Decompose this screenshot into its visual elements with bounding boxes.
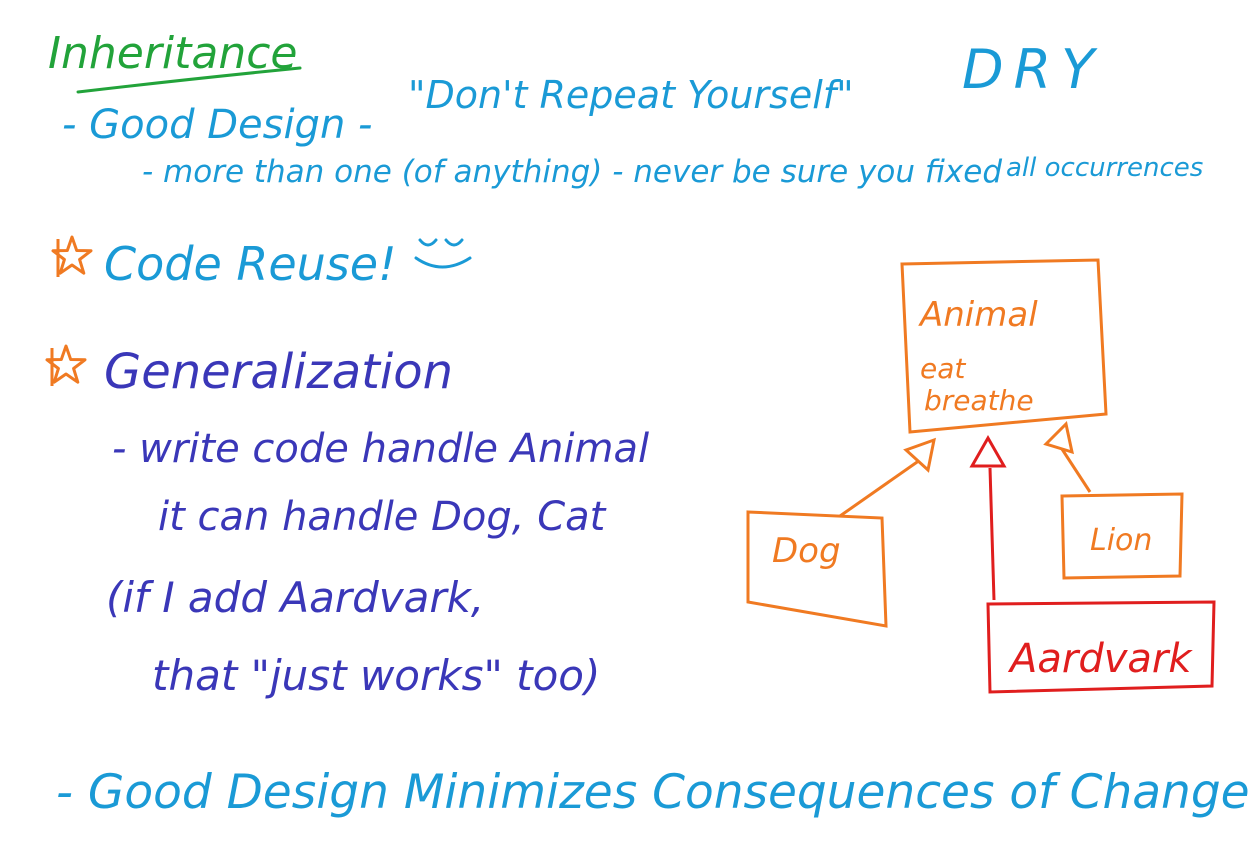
aardvark-inheritance-arrow [969, 434, 1007, 601]
aardvark-class-box: Aardvark [986, 600, 1216, 694]
dry-acronym: DRY [962, 38, 1104, 101]
lion-class-name: Lion [1090, 523, 1152, 558]
dog-inheritance-arrow [839, 437, 936, 518]
lion-inheritance-arrow [1043, 420, 1092, 493]
animal-method-breathe: breathe [924, 384, 1034, 417]
aardvark-class-name: Aardvark [1007, 636, 1193, 682]
generalization-line-4: that "just works" too) [152, 651, 600, 700]
star-icon [51, 235, 93, 277]
lion-class-box: Lion [1060, 492, 1184, 580]
animal-method-eat: eat [920, 352, 966, 385]
generalization-heading: Generalization [104, 344, 453, 400]
title-underline [76, 66, 302, 94]
generalization-line-2: it can handle Dog, Cat [158, 494, 607, 540]
animal-class-box: Animal eat breathe [900, 258, 1108, 434]
code-reuse-note: Code Reuse! [104, 237, 397, 291]
generalization-line-3: (if I add Aardvark, [106, 573, 484, 622]
all-occurrences-note: all occurrences [1006, 153, 1203, 183]
smiley-face-icon [414, 238, 472, 269]
star-icon [45, 344, 87, 386]
animal-class-name: Animal [918, 295, 1038, 335]
generalization-line-1: - write code handle Animal [112, 426, 649, 472]
good-design-minimizes-note: - Good Design Minimizes Consequences of … [56, 765, 1250, 820]
dry-quote: "Don't Repeat Yourself" [408, 73, 854, 117]
page-title: Inheritance [48, 28, 298, 79]
dog-class-box: Dog [746, 510, 888, 628]
more-than-one-note: - more than one (of anything) - never be… [142, 154, 1002, 190]
dog-class-name: Dog [772, 531, 841, 571]
good-design-note: - Good Design - [62, 102, 372, 148]
